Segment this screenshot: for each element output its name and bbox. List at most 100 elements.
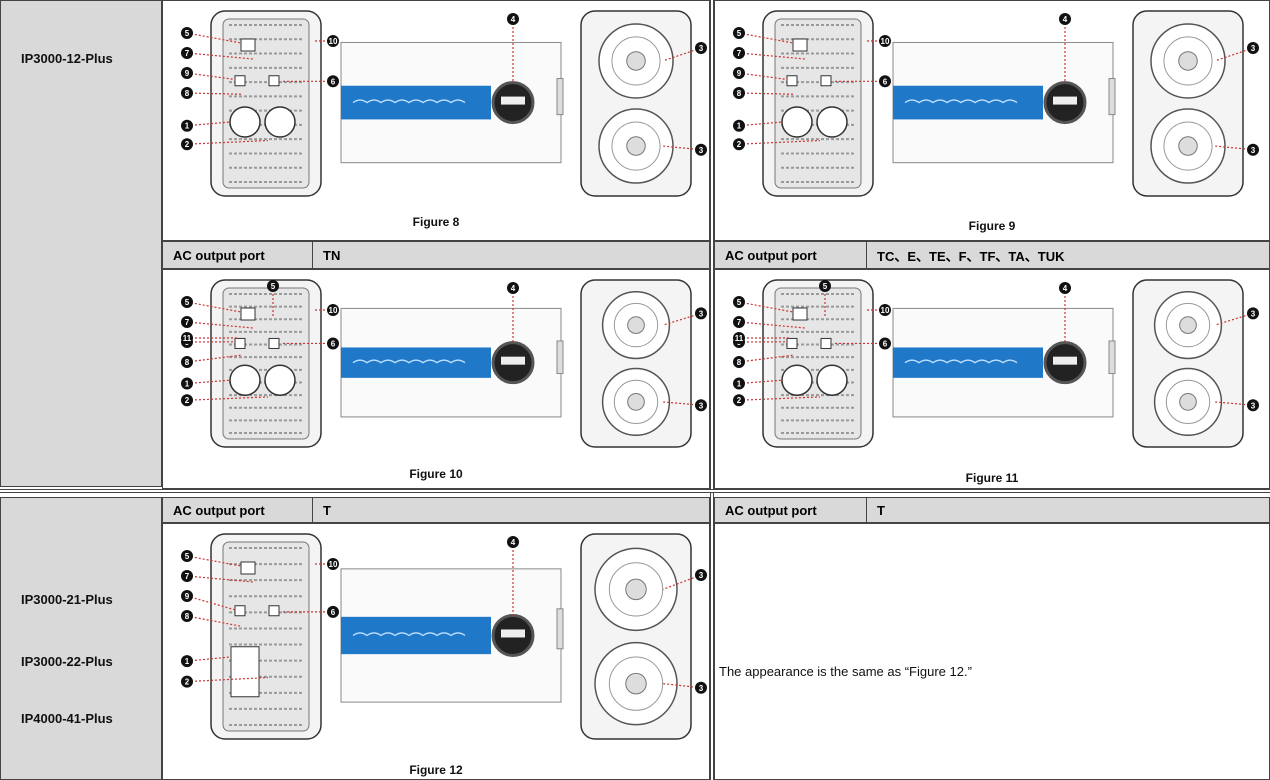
callout-number: 8	[185, 358, 190, 367]
fan-ring	[613, 302, 659, 348]
callout-marker	[181, 570, 193, 582]
figure-caption: Figure 10	[409, 467, 463, 481]
callout-marker	[1247, 399, 1259, 412]
port	[820, 337, 832, 349]
leader-line	[186, 52, 254, 60]
callout-number: 9	[185, 592, 190, 601]
display-screen	[501, 96, 525, 105]
model-name: IP4000-41-Plus	[21, 711, 113, 726]
blue-stripe	[341, 347, 491, 378]
callout-marker	[733, 27, 745, 39]
callout-marker	[819, 280, 831, 292]
callout-number: 8	[185, 612, 190, 621]
callout-number: 7	[185, 318, 190, 327]
body-handle	[556, 340, 564, 375]
callout-number: 7	[737, 318, 742, 327]
leader-line	[186, 121, 231, 127]
terminal-block	[240, 561, 256, 575]
callout-number: 3	[1251, 309, 1256, 318]
battery-terminal	[264, 364, 296, 396]
blue-stripe	[341, 616, 491, 655]
callout-marker	[733, 138, 745, 151]
battery-terminal	[229, 106, 261, 138]
callout-marker	[733, 47, 745, 59]
leader-line	[186, 595, 236, 611]
callout-marker	[733, 296, 745, 308]
callout-marker	[507, 282, 519, 294]
callout-marker	[181, 296, 193, 308]
leader-line	[738, 72, 788, 81]
leader-line	[186, 321, 254, 329]
callout-marker	[879, 75, 891, 88]
header-label: AC output port	[715, 242, 867, 268]
callout-marker	[733, 316, 745, 328]
fan-hub	[1179, 316, 1197, 334]
callout-marker	[1247, 42, 1259, 54]
leader-line	[738, 52, 806, 60]
callout-marker	[327, 558, 339, 570]
wave-pattern	[352, 99, 466, 104]
wave-pattern	[904, 99, 1018, 104]
ac-output-header: AC output port TN	[162, 241, 710, 269]
callout-number: 1	[737, 122, 742, 131]
callout-number: 6	[331, 339, 336, 348]
callout-number: 5	[737, 298, 742, 307]
leader-line	[1214, 312, 1254, 326]
leader-line	[738, 121, 783, 127]
body-handle	[1108, 340, 1116, 375]
callout-marker	[695, 681, 707, 694]
leader-line	[662, 312, 702, 326]
callout-marker	[327, 35, 339, 47]
fan-hub	[625, 578, 647, 601]
callout-number: 9	[737, 69, 742, 78]
callout-marker	[1059, 13, 1071, 25]
body-handle	[556, 608, 564, 650]
note-cell: The appearance is the same as “Figure 12…	[714, 523, 1270, 780]
leader-line	[186, 301, 242, 313]
callout-number: 3	[699, 44, 704, 53]
blue-stripe	[341, 85, 491, 120]
leader-line	[186, 32, 242, 44]
fan-ring	[1163, 121, 1213, 171]
ac-output-header: AC output port T	[162, 497, 710, 523]
callout-marker	[181, 590, 193, 602]
figure-11-cell: 433579812106115 Figure 11	[714, 269, 1270, 489]
callout-number: 5	[185, 298, 190, 307]
callout-marker	[1247, 143, 1259, 156]
callout-marker	[1247, 307, 1259, 320]
callout-marker	[733, 119, 745, 132]
header-value: TC、E、TE、F、TF、TA、TUK	[877, 248, 1065, 264]
callout-marker	[733, 377, 745, 390]
leader-line	[186, 656, 231, 662]
callout-number: 6	[331, 608, 336, 617]
callout-number: 2	[185, 678, 190, 687]
callout-number: 5	[185, 552, 190, 561]
terminal-block	[792, 38, 808, 52]
leader-line	[186, 555, 242, 567]
callout-number: 1	[185, 380, 190, 389]
callout-number: 3	[699, 146, 704, 155]
callout-marker	[181, 119, 193, 132]
inverter-illustration: 433579812106115	[181, 279, 707, 448]
callout-marker	[327, 337, 339, 350]
battery-terminal	[816, 106, 848, 138]
callout-marker	[181, 87, 193, 99]
terminal-block	[792, 307, 808, 321]
callout-marker	[695, 307, 707, 320]
model-name: IP3000-21-Plus	[21, 592, 113, 607]
callout-number: 5	[823, 282, 828, 291]
fan-ring	[613, 379, 659, 425]
callout-number: 6	[883, 339, 888, 348]
fan-ring	[608, 656, 664, 711]
callout-marker	[181, 316, 193, 328]
callout-number: 3	[699, 571, 704, 580]
model-name: IP3000-22-Plus	[21, 654, 113, 669]
fan-hub	[626, 51, 646, 71]
leader-line	[738, 396, 821, 401]
fan-ring	[611, 121, 661, 171]
terminal-block	[240, 38, 256, 52]
callout-marker	[181, 550, 193, 562]
callout-marker	[733, 394, 745, 407]
fan-hub	[627, 393, 645, 411]
